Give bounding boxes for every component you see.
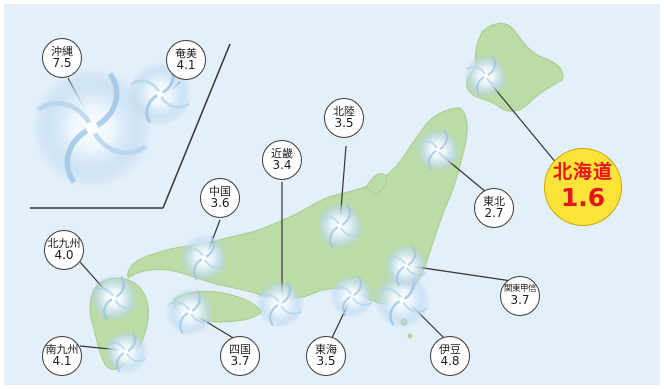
bubble-amami: 奄美 4.1: [166, 40, 206, 80]
bubble-hokuriku: 北陸 3.5: [324, 98, 364, 138]
region-value-tokai: 3.5: [316, 354, 336, 369]
typhoon-icon-chugoku: [180, 234, 228, 282]
bubble-hokkaido: 北海道 1.6: [544, 148, 622, 226]
region-value-okinawa: 7.5: [52, 56, 72, 71]
region-name-kitakyushu: 北九州: [47, 236, 81, 250]
inset-divider-diagonal: [162, 43, 231, 209]
region-value-kanto-koshin: 3.7: [510, 293, 530, 308]
typhoon-icon-shikoku: [166, 288, 214, 336]
bubble-kitakyushu: 北九州 4.0: [44, 230, 84, 270]
bubble-tokai: 東海 3.5: [306, 336, 346, 376]
region-name-amami: 奄美: [175, 46, 197, 60]
bubble-kanto-koshin: 関東甲信 3.7: [500, 276, 540, 316]
japan-map: [4, 23, 564, 385]
typhoon-icon-tokai: [330, 274, 374, 318]
region-name-tohoku: 東北: [483, 194, 505, 208]
izu-island: [407, 333, 413, 339]
region-value-chugoku: 3.6: [210, 196, 230, 211]
region-name-tokai: 東海: [315, 342, 337, 356]
region-value-hokkaido: 1.6: [560, 182, 606, 212]
bubble-tohoku: 東北 2.7: [474, 188, 514, 228]
region-name-hokkaido: 北海道: [552, 160, 613, 183]
bubble-chugoku: 中国 3.6: [200, 178, 240, 218]
region-value-kitakyushu: 4.0: [54, 248, 74, 263]
typhoon-icon-hokuriku: [316, 202, 364, 250]
region-name-minamikyushu: 南九州: [45, 342, 79, 356]
region-value-amami: 4.1: [176, 58, 196, 73]
region-name-kinki: 近畿: [271, 146, 293, 160]
region-name-okinawa: 沖縄: [51, 44, 73, 58]
region-value-kinki: 3.4: [272, 158, 292, 173]
bubble-izu: 伊豆 4.8: [430, 336, 470, 376]
bubble-kinki: 近畿 3.4: [262, 140, 302, 180]
region-name-shikoku: 四国: [229, 342, 251, 356]
noto-landmass: [365, 173, 387, 195]
bubble-okinawa: 沖縄 7.5: [42, 38, 82, 78]
typhoon-icon-minamikyushu: [104, 330, 148, 374]
typhoon-icon-hokkaido: [464, 54, 508, 98]
region-name-izu: 伊豆: [439, 342, 461, 356]
bubble-shikoku: 四国 3.7: [220, 336, 260, 376]
typhoon-icon-kinki: [256, 280, 304, 328]
typhoon-icon-kitakyushu: [90, 274, 138, 322]
region-value-izu: 4.8: [440, 354, 460, 369]
typhoon-icon-kanto-koshin: [384, 244, 428, 288]
bubble-minamikyushu: 南九州 4.1: [42, 336, 82, 376]
region-value-minamikyushu: 4.1: [52, 354, 72, 369]
region-name-chugoku: 中国: [209, 184, 231, 198]
region-value-tohoku: 2.7: [484, 206, 504, 221]
region-name-hokuriku: 北陸: [333, 104, 355, 118]
typhoon-icon-tohoku: [416, 128, 460, 172]
region-value-shikoku: 3.7: [230, 354, 250, 369]
region-name-kanto-koshin: 関東甲信: [503, 284, 537, 295]
region-value-hokuriku: 3.5: [334, 116, 354, 131]
